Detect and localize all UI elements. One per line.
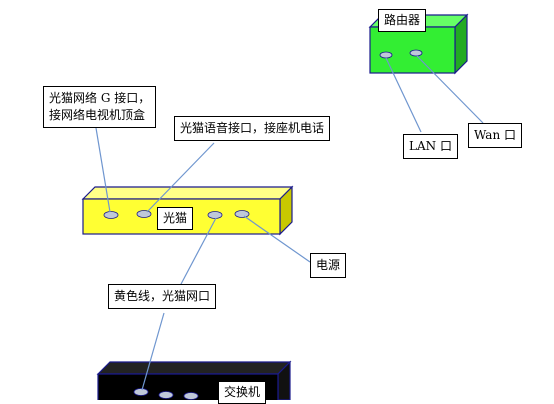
switch-port-1 [133,388,149,396]
connector-power [243,215,311,263]
connector-lines [95,55,484,391]
modem-g-port [103,211,119,219]
connector-voice [146,142,215,213]
modem-lan-port [207,211,223,219]
modem-label-text: 光猫 [163,211,188,225]
connector-wan [416,55,484,124]
callout-g-port-line2: 接网络电视机顶盒 [49,108,146,122]
switch-label-text: 交换机 [224,385,261,399]
callout-voice-text: 光猫语音接口，接座机电话 [180,121,325,135]
callout-power-text: 电源 [316,258,341,272]
switch-label: 交换机 [218,381,267,404]
callout-wan-text: Wan 口 [474,128,516,142]
modem-power-port [234,210,250,218]
modem-voice-port [136,210,152,218]
switch-top-face [96,361,292,375]
connector-g-port [95,127,111,213]
router-label-text: 路由器 [384,13,421,27]
callout-power: 电源 [310,253,347,278]
switch-port-3 [183,392,199,400]
router-lan-port [379,51,393,59]
callout-wan: Wan 口 [468,123,522,148]
callout-g-port-line1: 光猫网络 G 接口， [49,91,151,105]
callout-lan-text: LAN 口 [409,139,452,153]
connector-lan [385,57,422,133]
router-label: 路由器 [378,9,427,32]
callout-yellow-cable-text: 黄色线，光猫网口 [114,289,211,303]
router-wan-port [409,49,423,57]
router-front-face [369,26,456,74]
callout-voice: 光猫语音接口，接座机电话 [174,116,331,141]
modem-top-face [81,186,294,200]
connector-yellow-bottom [141,312,165,391]
callout-yellow-cable: 黄色线，光猫网口 [108,284,217,309]
callout-lan: LAN 口 [403,134,458,159]
modem-label: 光猫 [157,207,194,230]
connector-yellow-top [179,217,217,287]
switch-port-2 [158,391,174,399]
callout-g-port: 光猫网络 G 接口， 接网络电视机顶盒 [43,86,157,128]
